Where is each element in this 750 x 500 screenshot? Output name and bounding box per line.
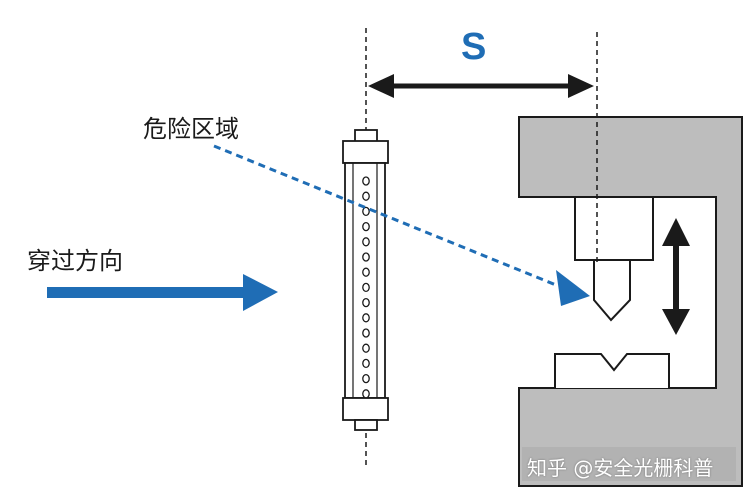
beam-emitters (362, 176, 370, 399)
beam-emitter-dot (362, 206, 370, 217)
ram-motion-arrow (662, 218, 690, 335)
beam-emitter-dot (362, 237, 370, 247)
punch-tip (593, 259, 631, 322)
machine-frame (518, 116, 743, 487)
distance-label: S (461, 26, 487, 68)
beam-emitter-dot (362, 343, 370, 353)
beam-emitter-dot (362, 176, 370, 186)
danger-zone-arrow (213, 144, 590, 306)
beam-emitter-dot (362, 221, 370, 232)
beam-emitter-dot (362, 267, 370, 277)
beam-emitter-dot (362, 282, 370, 293)
beam-emitter-dot (362, 358, 370, 369)
light-curtain-icon (342, 129, 389, 431)
beam-emitter-dot (362, 252, 370, 262)
beam-emitter-dot (362, 328, 370, 338)
beam-emitter-dot (362, 313, 370, 323)
beam-emitter-dot (362, 297, 370, 308)
beam-emitter-dot (362, 373, 370, 384)
lower-die (554, 353, 670, 388)
watermark: 知乎 @安全光栅科普 (527, 456, 714, 480)
press-machine-icon (518, 116, 743, 487)
approach-direction-label: 穿过方向 (27, 247, 123, 275)
approach-direction-arrow (47, 274, 278, 311)
distance-arrow (368, 74, 594, 98)
upper-ram (574, 196, 654, 261)
watermark-backdrop (522, 447, 736, 481)
beam-emitter-dot (362, 389, 370, 399)
danger-zone-label: 危险区域 (143, 115, 239, 143)
beam-emitter-dot (362, 191, 370, 201)
